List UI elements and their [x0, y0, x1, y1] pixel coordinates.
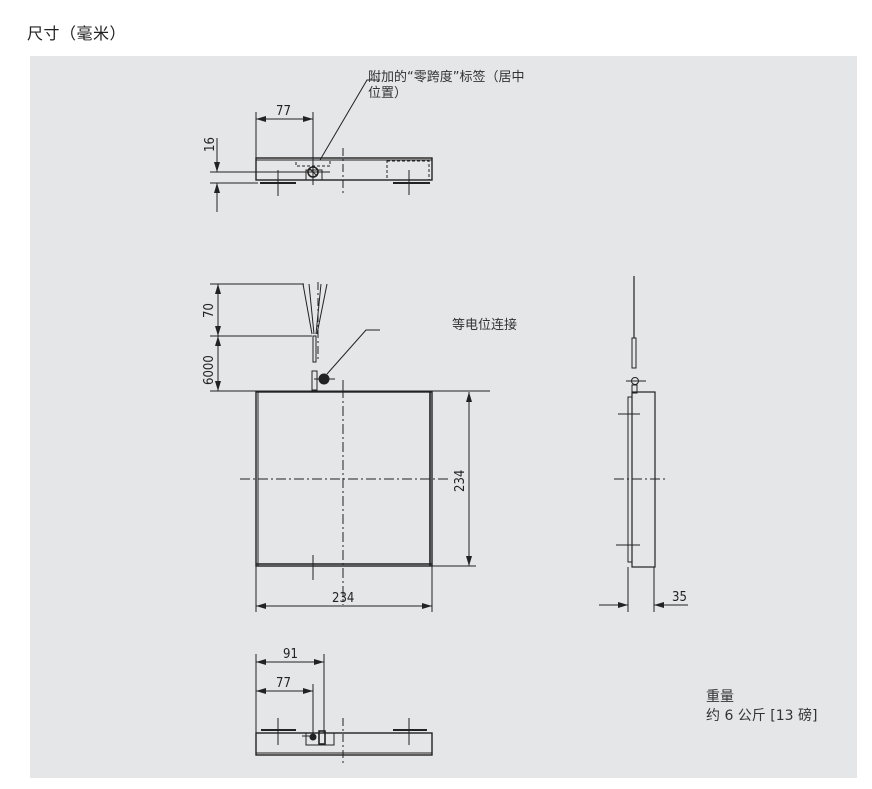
- side-view: [599, 276, 688, 612]
- dim-cable-fan-70: 70: [202, 303, 217, 318]
- weight-label: 重量: [706, 689, 734, 705]
- zero-span-label-callout: 附加的“零跨度”标签（居中 位置）: [368, 70, 578, 102]
- weight-value: 约 6 公斤 [13 磅]: [706, 708, 818, 724]
- page-title: 尺寸（毫米）: [27, 24, 127, 43]
- dim-bottom-91: 91: [283, 647, 298, 662]
- dim-front-height-234: 234: [453, 470, 468, 492]
- drawing-panel: [30, 56, 857, 778]
- dim-front-width-234: 234: [332, 591, 354, 606]
- top-view: [210, 79, 433, 212]
- zero-span-label-line2: 位置）: [368, 86, 408, 101]
- zero-span-label-line1: 附加的“零跨度”标签（居中: [368, 70, 525, 85]
- bottom-view: [255, 654, 433, 765]
- dim-side-depth-35: 35: [672, 590, 687, 605]
- dim-top-16: 16: [203, 137, 218, 152]
- weight-info: 重量 约 6 公斤 [13 磅]: [706, 688, 817, 726]
- dim-top-77: 77: [276, 104, 291, 119]
- equipotential-callout: 等电位连接: [452, 318, 518, 333]
- dim-cable-length-6000: 6000: [202, 355, 217, 385]
- front-view: [210, 282, 490, 612]
- dim-bottom-77: 77: [276, 676, 291, 691]
